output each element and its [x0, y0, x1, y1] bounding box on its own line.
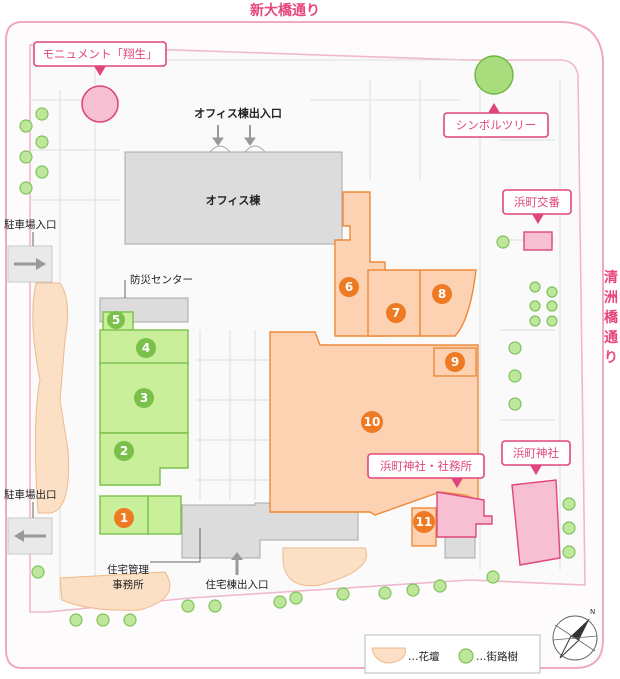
svg-text:2: 2: [120, 444, 128, 458]
flowerbeds: [32, 282, 367, 611]
residential-office-label-1: 住宅管理: [107, 563, 149, 576]
unit-marker-5: 5: [107, 311, 125, 329]
svg-text:モニュメント「翔生」: モニュメント「翔生」: [43, 47, 158, 61]
unit-marker-9: 9: [445, 352, 465, 372]
parking-exit: [7, 517, 53, 555]
svg-text:シンボルツリー: シンボルツリー: [456, 118, 537, 132]
svg-text:10: 10: [364, 415, 381, 429]
residential-office-leader: [150, 528, 201, 563]
residential-entrance-label: 住宅棟出入口: [206, 578, 269, 591]
street-kiyosubashi: 清 洲 橋 通 り: [604, 269, 619, 366]
residential-office-label-2: 事務所: [112, 578, 144, 591]
residential-entrance-arrow: [231, 552, 243, 575]
legend: …花壇 …街路樹: [364, 634, 541, 674]
unit-marker-11: 11: [413, 511, 435, 533]
svg-text:浜町神社: 浜町神社: [513, 446, 559, 460]
svg-text:4: 4: [142, 341, 150, 355]
parking-exit-label: 駐車場出口: [4, 488, 57, 501]
office-building-label: オフィス棟: [206, 193, 262, 207]
shrine-building: [511, 479, 561, 566]
unit-marker-2: 2: [114, 441, 134, 461]
office-building: [124, 151, 343, 245]
svg-text:1: 1: [120, 511, 128, 525]
svg-text:8: 8: [438, 287, 446, 301]
parking-entrance: [7, 245, 53, 283]
callout-symbol-tree: シンボルツリー: [443, 103, 549, 138]
unit-marker-10: 10: [361, 411, 383, 433]
svg-text:7: 7: [392, 306, 400, 320]
unit-marker-8: 8: [432, 284, 452, 304]
svg-text:N: N: [590, 608, 595, 616]
svg-text:浜町交番: 浜町交番: [514, 195, 560, 209]
svg-text:11: 11: [416, 515, 433, 529]
street-trees: [19, 107, 576, 627]
monument: [81, 85, 119, 123]
unit-marker-1: 1: [114, 508, 134, 528]
legend-tree-label: …街路樹: [476, 650, 518, 663]
svg-text:通: 通: [604, 330, 618, 346]
shrine-office-building: [436, 491, 493, 538]
svg-text:6: 6: [345, 280, 353, 294]
parking-entrance-label: 駐車場入口: [4, 218, 57, 231]
svg-text:洲: 洲: [604, 290, 618, 306]
svg-text:清: 清: [604, 269, 618, 286]
legend-flowerbed-label: …花壇: [408, 650, 440, 663]
office-entrance-label: オフィス棟出入口: [194, 106, 282, 120]
unit-marker-3: 3: [134, 388, 154, 408]
police-box-building: [523, 231, 553, 251]
symbol-tree: [474, 55, 514, 95]
unit-marker-7: 7: [386, 303, 406, 323]
svg-text:5: 5: [112, 313, 120, 327]
callout-police-box: 浜町交番: [502, 189, 572, 224]
callout-shrine: 浜町神社: [501, 440, 571, 475]
svg-text:浜町神社・社務所: 浜町神社・社務所: [380, 459, 472, 473]
office-entrance-arrows: [212, 125, 256, 146]
svg-text:3: 3: [140, 391, 148, 405]
compass-icon: N: [552, 608, 598, 661]
callout-shrine-office: 浜町神社・社務所: [367, 453, 485, 488]
svg-text:9: 9: [451, 355, 459, 369]
callout-monument: モニュメント「翔生」: [33, 41, 167, 76]
unit-markers: 1 2 3 4 5 6 7 8 9 10 11: [107, 277, 465, 533]
legend-tree-swatch: [458, 648, 474, 664]
residential-building: [181, 502, 359, 559]
street-shin-ohashi: 新大橋通り: [250, 2, 320, 19]
legend-flowerbed-swatch: [371, 647, 406, 664]
unit-marker-6: 6: [339, 277, 359, 297]
svg-text:橋: 橋: [604, 309, 619, 326]
disaster-center-label: 防災センター: [130, 273, 193, 286]
unit-marker-4: 4: [136, 338, 156, 358]
office-entrance-arches: [209, 145, 266, 153]
svg-text:り: り: [604, 350, 618, 366]
